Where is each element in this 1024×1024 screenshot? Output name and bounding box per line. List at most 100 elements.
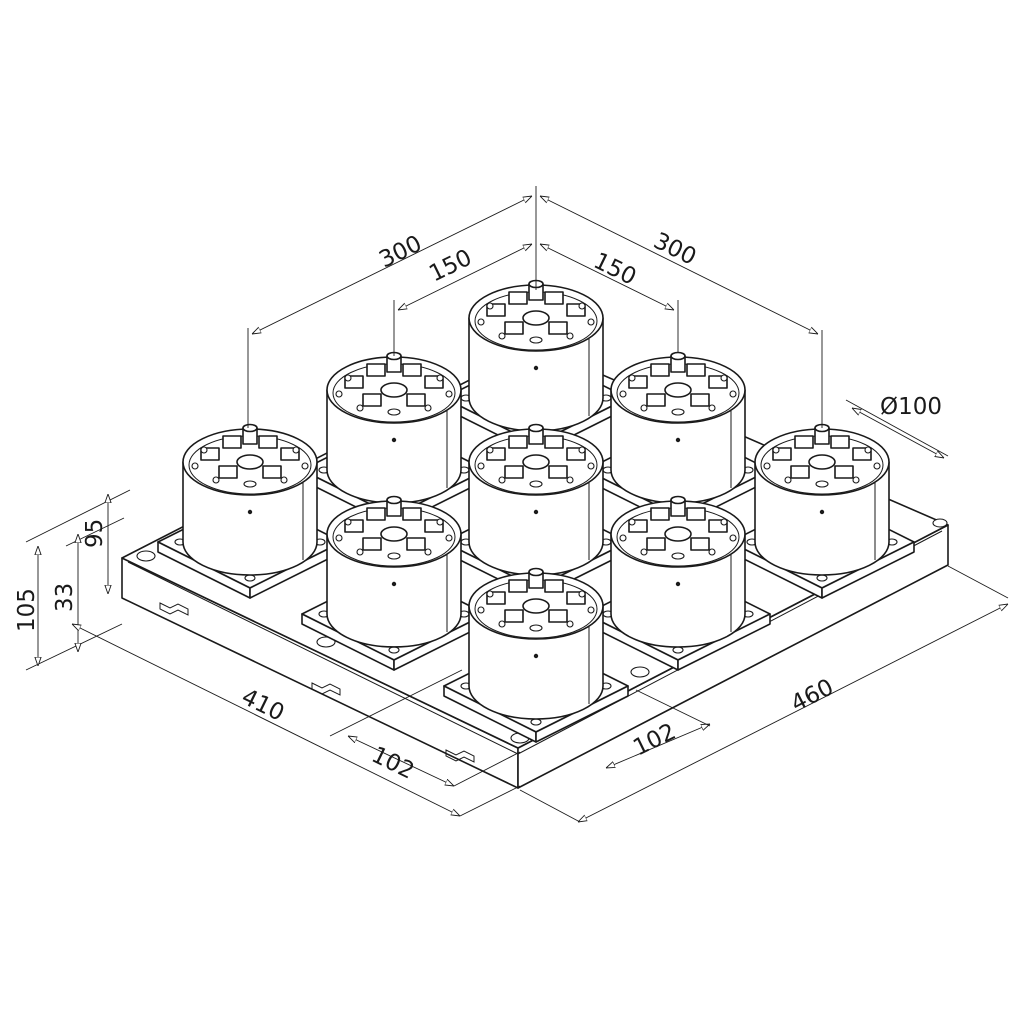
pad-hole [816, 574, 828, 582]
chuck-right-upper [585, 351, 771, 527]
bolt-hole [486, 302, 494, 310]
chuck-jaw [690, 393, 710, 407]
bolt-hole [628, 518, 636, 526]
chuck-jaw [504, 321, 524, 335]
chuck-jaw [794, 435, 814, 449]
dim-plate-length: 460 [787, 674, 838, 717]
bolt-hole [566, 476, 574, 484]
chuck-jaw [544, 435, 564, 449]
bolt-hole [640, 404, 648, 412]
bolt-hole [477, 606, 485, 614]
bolt-hole [578, 590, 586, 598]
bolt-hole [498, 332, 506, 340]
mounting-hole [630, 666, 650, 678]
chuck-jaw [362, 393, 382, 407]
mounting-hole [136, 550, 156, 562]
bolt-hole [212, 476, 220, 484]
chuck-jaw [362, 537, 382, 551]
bolt-hole [356, 404, 364, 412]
chuck-jaw [508, 291, 528, 305]
bolt-hole [640, 548, 648, 556]
bolt-hole [708, 404, 716, 412]
bolt-hole [436, 374, 444, 382]
chuck-jaw [222, 435, 242, 449]
center-bore [664, 382, 692, 398]
bolt-hole [301, 462, 309, 470]
dim-chuck-height: 95 [82, 519, 108, 548]
bolt-hole [498, 476, 506, 484]
chuck-jaw [690, 537, 710, 551]
chuck-jaw [406, 537, 426, 551]
chuck-jaw [650, 363, 670, 377]
bolt-hole [486, 446, 494, 454]
chuck-jaw [646, 537, 666, 551]
bolt-hole [344, 518, 352, 526]
chuck-jaw [366, 507, 386, 521]
chuck-jaw [548, 465, 568, 479]
mounting-hole [932, 518, 948, 528]
chuck-jaw [508, 579, 528, 593]
dim-plate-height: 33 [52, 583, 78, 612]
bolt-hole [852, 476, 860, 484]
center-bore [808, 454, 836, 470]
chuck-jaw [834, 465, 854, 479]
center-bore [664, 526, 692, 542]
bolt-hole [729, 390, 737, 398]
chuck-jaw [366, 363, 386, 377]
bolt-hole [763, 462, 771, 470]
center-bore [380, 382, 408, 398]
chuck-left [157, 423, 343, 599]
bolt-hole [566, 332, 574, 340]
chuck-jaw [262, 465, 282, 479]
pad-hole [672, 646, 684, 654]
bolt-hole [191, 462, 199, 470]
chuck-jaw [504, 609, 524, 623]
chuck-jaw [646, 393, 666, 407]
bolt-hole [335, 390, 343, 398]
bolt-hole [578, 446, 586, 454]
dim-slot-spacing-left: 102 [367, 742, 418, 785]
bolt-hole [424, 404, 432, 412]
chucks [157, 279, 915, 743]
bolt-hole [335, 534, 343, 542]
bolt-hole [708, 548, 716, 556]
dim-span-right: 300 [649, 228, 700, 271]
bolt-hole [578, 302, 586, 310]
center-bore [522, 454, 550, 470]
chuck-jaw [548, 321, 568, 335]
bolt-hole [587, 606, 595, 614]
chuck-jaw [686, 507, 706, 521]
pad-hole [388, 646, 400, 654]
bolt-hole [486, 590, 494, 598]
bolt-hole [772, 446, 780, 454]
chuck-right [729, 423, 915, 599]
chuck-jaw [548, 609, 568, 623]
chuck-jaw [218, 465, 238, 479]
chuck-jaw [406, 393, 426, 407]
center-bore [380, 526, 408, 542]
dim-pitch-left: 150 [425, 245, 476, 288]
bolt-hole [477, 462, 485, 470]
bolt-hole [200, 446, 208, 454]
chuck-jaw [544, 291, 564, 305]
chuck-jaw [790, 465, 810, 479]
bolt-hole [864, 446, 872, 454]
chuck-jaw [402, 363, 422, 377]
dim-span-left: 300 [375, 231, 426, 274]
bolt-hole [587, 462, 595, 470]
bolt-hole [720, 374, 728, 382]
dimension-lines [25, 186, 1008, 822]
center-bore [522, 310, 550, 326]
center-bore [522, 598, 550, 614]
dim-total-height: 105 [14, 588, 40, 632]
dim-chuck-diameter: Ø100 [880, 394, 942, 420]
bolt-hole [619, 534, 627, 542]
bolt-hole [587, 318, 595, 326]
bolt-hole [445, 390, 453, 398]
chuck-jaw [830, 435, 850, 449]
bolt-hole [873, 462, 881, 470]
chuck-jaw [686, 363, 706, 377]
bolt-hole [445, 534, 453, 542]
chuck-jaw [650, 507, 670, 521]
